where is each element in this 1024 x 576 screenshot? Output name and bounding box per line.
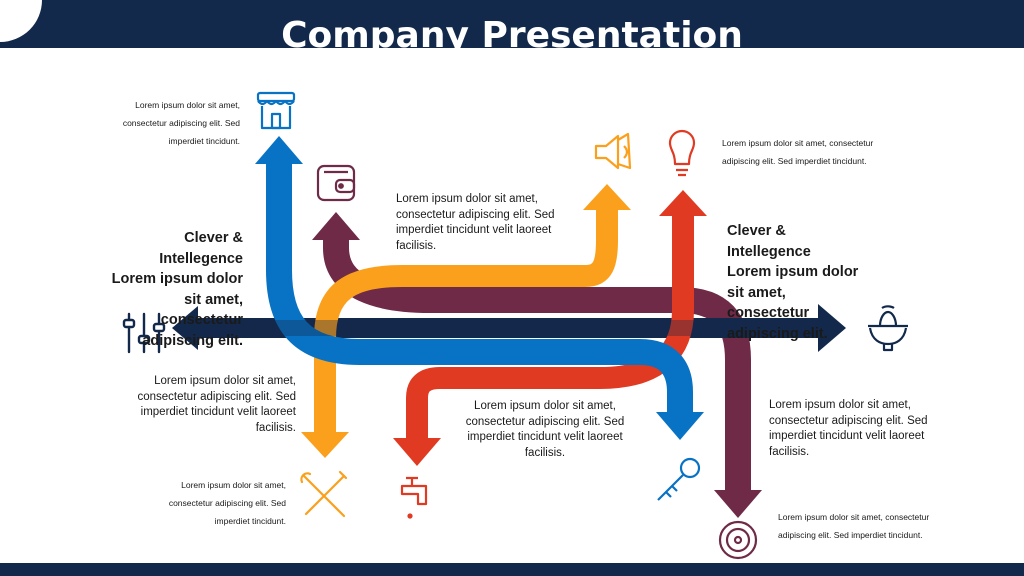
tools-icon <box>300 470 348 518</box>
text-top-right: Lorem ipsum dolor sit amet, consectetur … <box>722 138 874 166</box>
vinyl-record-icon <box>718 520 758 560</box>
text-bottom-left: Lorem ipsum dolor sit amet, consectetur … <box>168 480 286 526</box>
faucet-icon <box>400 476 428 519</box>
text-center-top: Lorem ipsum dolor sit amet, consectetur … <box>396 193 555 252</box>
footer-bar <box>0 563 1024 576</box>
megaphone-icon <box>594 132 632 170</box>
red-arrow <box>393 190 707 466</box>
juicer-icon <box>868 305 908 352</box>
text-mid-right: Lorem ipsum dolor sit amet, consectetur … <box>769 399 928 458</box>
wallet-icon <box>316 164 356 202</box>
navy-arrow <box>172 304 846 352</box>
slide-title: Company Presentation <box>281 15 743 52</box>
store-icon <box>256 91 296 130</box>
mixer-sliders-icon <box>122 312 166 354</box>
heading-left: Clever & Intellegence Lorem ipsum dolor … <box>111 230 243 349</box>
key-icon <box>657 457 701 501</box>
blue-arrow <box>255 136 704 440</box>
lightbulb-icon <box>668 129 696 177</box>
text-mid-left: Lorem ipsum dolor sit amet, consectetur … <box>137 375 296 434</box>
crossing-overlay <box>200 320 818 336</box>
text-bottom-right: Lorem ipsum dolor sit amet, consectetur … <box>778 512 930 540</box>
heading-right: Clever & Intellegence Lorem ipsum dolor … <box>727 223 859 342</box>
text-center-bottom: Lorem ipsum dolor sit amet, consectetur … <box>465 400 625 459</box>
header-bar <box>0 0 1024 48</box>
text-top-left: Lorem ipsum dolor sit amet, consectetur … <box>122 100 240 146</box>
orange-arrow <box>301 184 631 458</box>
